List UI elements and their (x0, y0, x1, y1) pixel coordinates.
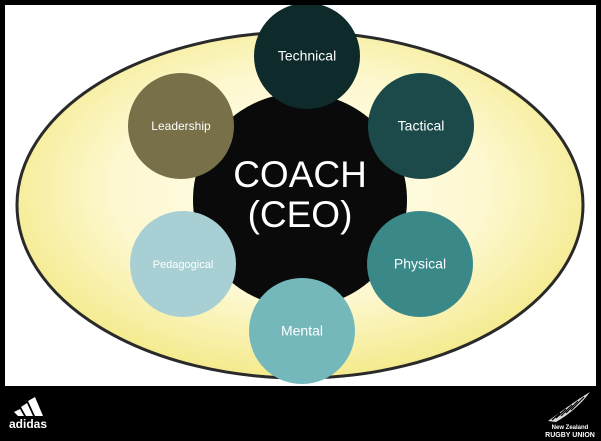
node-physical: Physical (367, 211, 473, 317)
node-label-pedagogical: Pedagogical (153, 259, 214, 271)
nzru-line2: RUGBY UNION (545, 432, 595, 439)
footer-bar: adidas New Zealand RUGBY UNION (0, 386, 601, 441)
node-circle-tactical (368, 73, 474, 179)
node-label-mental: Mental (281, 323, 323, 339)
node-label-physical: Physical (394, 256, 446, 272)
node-circle-pedagogical (130, 211, 236, 317)
center-label-line2: (CEO) (248, 194, 353, 235)
node-leadership: Leadership (128, 73, 234, 179)
node-circle-technical (254, 5, 360, 109)
node-tactical: Tactical (368, 73, 474, 179)
adidas-wordmark: adidas (9, 417, 47, 431)
silver-fern-icon (548, 392, 590, 422)
node-circle-leadership (128, 73, 234, 179)
node-label-leadership: Leadership (151, 119, 211, 133)
node-technical: Technical (254, 5, 360, 109)
node-pedagogical: Pedagogical (130, 211, 236, 317)
node-circle-mental (249, 278, 355, 384)
node-mental: Mental (249, 278, 355, 384)
nzru-line1: New Zealand (552, 425, 589, 431)
node-circle-physical (367, 211, 473, 317)
node-label-technical: Technical (278, 48, 336, 64)
footer-logos: adidas New Zealand RUGBY UNION (9, 392, 595, 439)
adidas-logo-icon (14, 397, 43, 416)
center-label-line1: COACH (233, 154, 367, 195)
center-circle (193, 93, 407, 307)
node-label-tactical: Tactical (398, 118, 445, 134)
